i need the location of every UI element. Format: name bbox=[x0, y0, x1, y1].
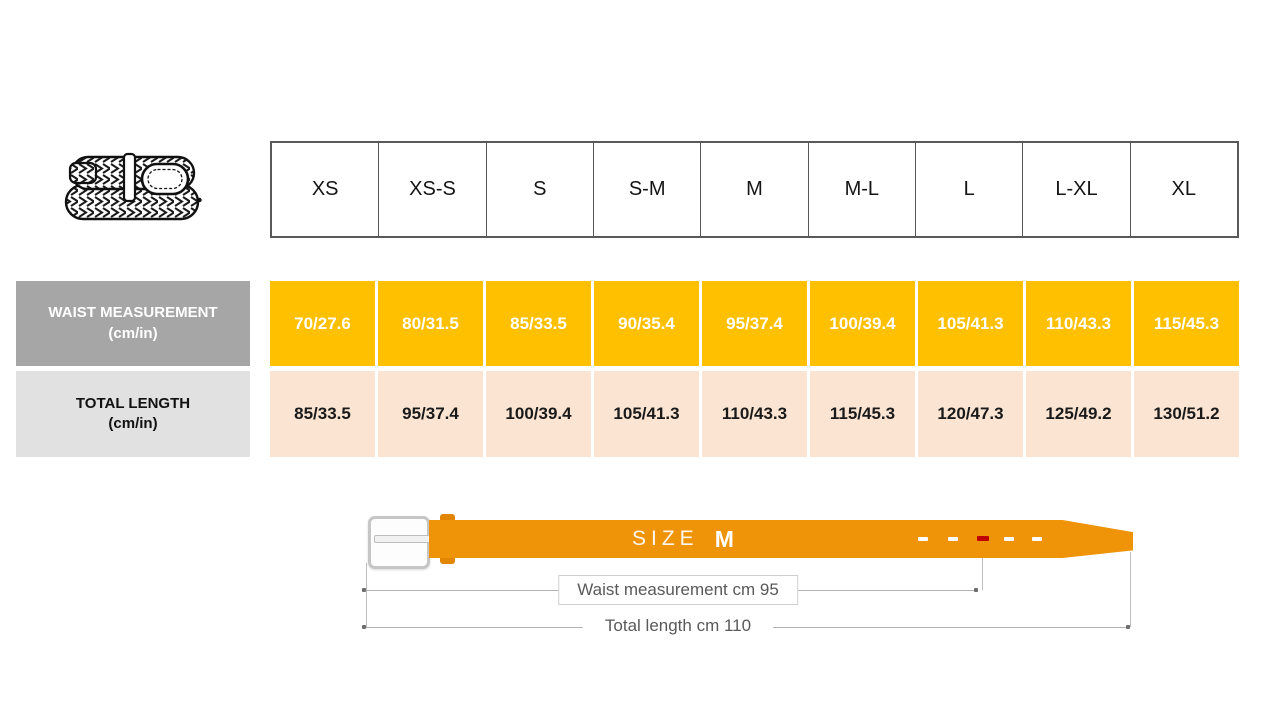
total-length-value-cell: 120/47.3 bbox=[918, 371, 1023, 457]
waist-value-cell: 70/27.6 bbox=[270, 281, 375, 366]
waist-value-cell: 90/35.4 bbox=[594, 281, 699, 366]
waist-value-cell: 80/31.5 bbox=[378, 281, 483, 366]
size-header-cell: M bbox=[700, 143, 807, 236]
total-length-value-cell: 85/33.5 bbox=[270, 371, 375, 457]
total-length-label-unit: (cm/in) bbox=[108, 415, 158, 432]
total-length-label-text: TOTAL LENGTH bbox=[75, 394, 191, 412]
size-header-cell: XS-S bbox=[378, 143, 485, 236]
buckle-prong bbox=[374, 535, 436, 543]
waist-value-cell: 105/41.3 bbox=[918, 281, 1023, 366]
total-length-row-label: TOTAL LENGTH (cm/in) bbox=[16, 371, 250, 457]
belt-size-tag: SIZE M bbox=[632, 520, 734, 558]
total-length-value-cell: 95/37.4 bbox=[378, 371, 483, 457]
total-length-value-cell: 130/51.2 bbox=[1134, 371, 1239, 457]
size-header-cell: XS bbox=[311, 178, 339, 200]
size-header-cell: XL bbox=[1129, 143, 1237, 236]
waist-row-label-text: WAIST MEASUREMENT bbox=[48, 304, 218, 322]
waist-value-cell: 100/39.4 bbox=[810, 281, 915, 366]
size-header-cell: L bbox=[914, 143, 1022, 236]
waist-value-cell: 115/45.3 bbox=[1134, 281, 1239, 366]
waist-row-label-unit: (cm/in) bbox=[108, 324, 158, 342]
total-length-value-cell: 105/41.3 bbox=[594, 371, 699, 457]
belt-hole bbox=[918, 537, 928, 541]
waist-values-row: 70/27.6 80/31.5 85/33.5 90/35.4 95/37.4 … bbox=[270, 281, 1239, 366]
belt-tip-callout-line bbox=[1130, 552, 1131, 627]
size-header-row: XS XS-S S S-M M M-L L L-XL XL bbox=[270, 141, 1239, 238]
waist-value-cell: 110/43.3 bbox=[1026, 281, 1131, 366]
waist-measurement-caption: Waist measurement cm 95 bbox=[558, 575, 798, 605]
belt-strap: SIZE M bbox=[429, 520, 1133, 558]
buckle-callout-line bbox=[366, 563, 367, 628]
belt-hole bbox=[1004, 537, 1014, 541]
size-header-cell: L-XL bbox=[1022, 143, 1129, 236]
total-length-value-cell: 100/39.4 bbox=[486, 371, 591, 457]
total-length-values-row: 85/33.5 95/37.4 100/39.4 105/41.3 110/43… bbox=[270, 371, 1239, 457]
waist-value-cell: 85/33.5 bbox=[486, 281, 591, 366]
waist-value-cell: 95/37.4 bbox=[702, 281, 807, 366]
size-value: M bbox=[714, 525, 734, 552]
size-header-cell: M-L bbox=[807, 143, 915, 236]
size-label: SIZE bbox=[632, 527, 699, 550]
belt-hole bbox=[948, 537, 958, 541]
line-end-dot bbox=[362, 625, 366, 629]
size-header-cell: S bbox=[485, 143, 593, 236]
waist-hole-callout-line bbox=[982, 543, 983, 590]
line-end-dot bbox=[974, 588, 978, 592]
size-header-cell: S-M bbox=[592, 143, 700, 236]
waist-row-label: WAIST MEASUREMENT (cm/in) bbox=[16, 281, 250, 366]
belt-hole bbox=[1032, 537, 1042, 541]
total-length-value-cell: 110/43.3 bbox=[702, 371, 807, 457]
belt-hole-selected bbox=[977, 536, 989, 541]
total-length-value-cell: 115/45.3 bbox=[810, 371, 915, 457]
total-length-caption: Total length cm 110 bbox=[582, 614, 774, 638]
line-end-dot bbox=[1126, 625, 1130, 629]
line-end-dot bbox=[362, 588, 366, 592]
braided-belt-illustration bbox=[64, 152, 202, 221]
total-length-value-cell: 125/49.2 bbox=[1026, 371, 1131, 457]
